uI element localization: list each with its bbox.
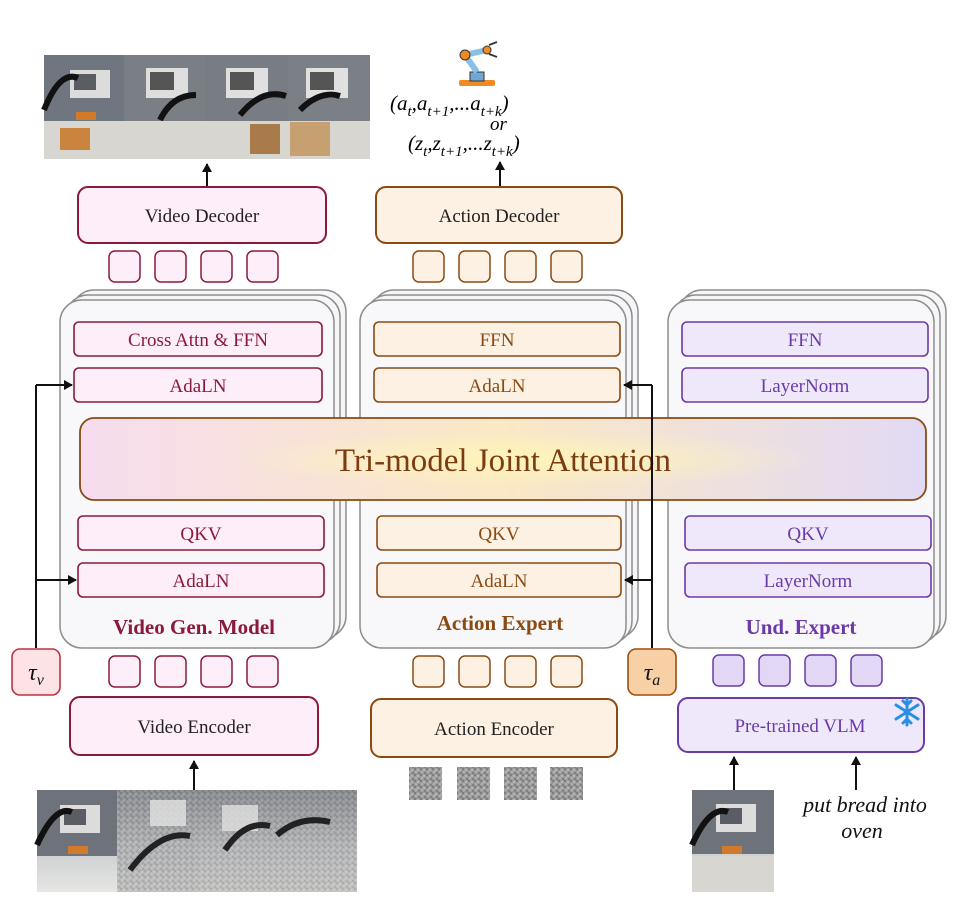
svg-text:τa: τa [644, 660, 661, 689]
output-frame-4 [288, 55, 370, 121]
video-input-tokens [108, 655, 279, 688]
action-encoder-label: Action Encoder [434, 719, 554, 740]
und-layer-ffn [681, 321, 929, 357]
svg-text:FFN: FFN [480, 330, 515, 351]
action-layer-qkv [376, 515, 622, 551]
pretrained-vlm-label: Pre-trained VLM [734, 716, 865, 737]
svg-text:LayerNorm: LayerNorm [764, 571, 853, 592]
action-noise-inputs [409, 767, 583, 800]
input-frame-4 [275, 790, 357, 892]
input-frame-1 [34, 790, 117, 856]
instruction-line-1: put bread into [801, 792, 927, 817]
action-output-formula: (at,at+1,...at+k) or (zt,zt+1,...zt+k) [390, 91, 520, 160]
svg-text:Cross Attn & FFN: Cross Attn & FFN [128, 330, 268, 351]
svg-text:FFN: FFN [788, 330, 823, 351]
und-expert-title: Und. Expert [746, 615, 857, 639]
input-video-frames [34, 790, 357, 892]
svg-text:LayerNorm: LayerNorm [761, 376, 850, 397]
svg-text:QKV: QKV [180, 524, 221, 545]
action-layer-adaln-bottom [376, 562, 622, 598]
observation-image [689, 790, 774, 892]
joint-attention-block: Tri-model Joint Attention [79, 417, 927, 501]
output-frame-2 [124, 55, 206, 122]
svg-text:QKV: QKV [787, 524, 828, 545]
action-timestep-token: τa [627, 648, 677, 696]
video-layer-qkv [77, 515, 325, 551]
svg-text:AdaLN: AdaLN [471, 571, 528, 592]
output-video-frames [41, 55, 370, 159]
or-label: or [490, 114, 508, 135]
video-decoder-label: Video Decoder [145, 206, 260, 227]
video-timestep-token: τv [11, 648, 61, 696]
und-layer-qkv [684, 515, 932, 551]
und-input-tokens [712, 654, 883, 687]
action-expert-title: Action Expert [437, 611, 564, 635]
video-encoder-label: Video Encoder [137, 717, 251, 738]
video-output-tokens [108, 250, 279, 283]
snowflake-icon [894, 697, 920, 727]
instruction-line-2: oven [841, 818, 883, 843]
robot-arm-icon [459, 41, 498, 86]
action-layer-ffn [373, 321, 621, 357]
video-decoder [77, 186, 327, 244]
svg-text:(zt,zt+1,...zt+k): (zt,zt+1,...zt+k) [408, 131, 520, 160]
input-frame-2 [117, 790, 197, 892]
svg-text:τv: τv [28, 660, 45, 689]
output-frame-1 [41, 55, 124, 121]
action-output-tokens [412, 250, 583, 283]
action-encoder [370, 698, 618, 758]
svg-text:(at,at+1,...at+k): (at,at+1,...at+k) [390, 91, 509, 120]
output-frame-3 [206, 55, 288, 121]
svg-text:AdaLN: AdaLN [173, 571, 230, 592]
video-layer-cross-attn [73, 321, 323, 357]
joint-attention-label: Tri-model Joint Attention [335, 443, 671, 479]
action-decoder-label: Action Decoder [439, 206, 560, 227]
pretrained-vlm [677, 697, 925, 753]
video-encoder [69, 696, 319, 756]
video-timestep-connectors [35, 380, 77, 648]
video-layer-adaln-top [73, 367, 323, 403]
action-input-tokens [412, 655, 583, 688]
action-decoder [375, 186, 623, 244]
svg-text:QKV: QKV [478, 524, 519, 545]
action-timestep-connectors [623, 380, 653, 648]
svg-text:AdaLN: AdaLN [469, 376, 526, 397]
und-layer-layernorm-top [681, 367, 929, 403]
und-layer-layernorm-bottom [684, 562, 932, 598]
video-gen-model-title: Video Gen. Model [113, 615, 275, 639]
video-layer-adaln-bottom [77, 562, 325, 598]
svg-text:AdaLN: AdaLN [170, 376, 227, 397]
action-layer-adaln-top [373, 367, 621, 403]
input-frame-3 [197, 790, 277, 892]
